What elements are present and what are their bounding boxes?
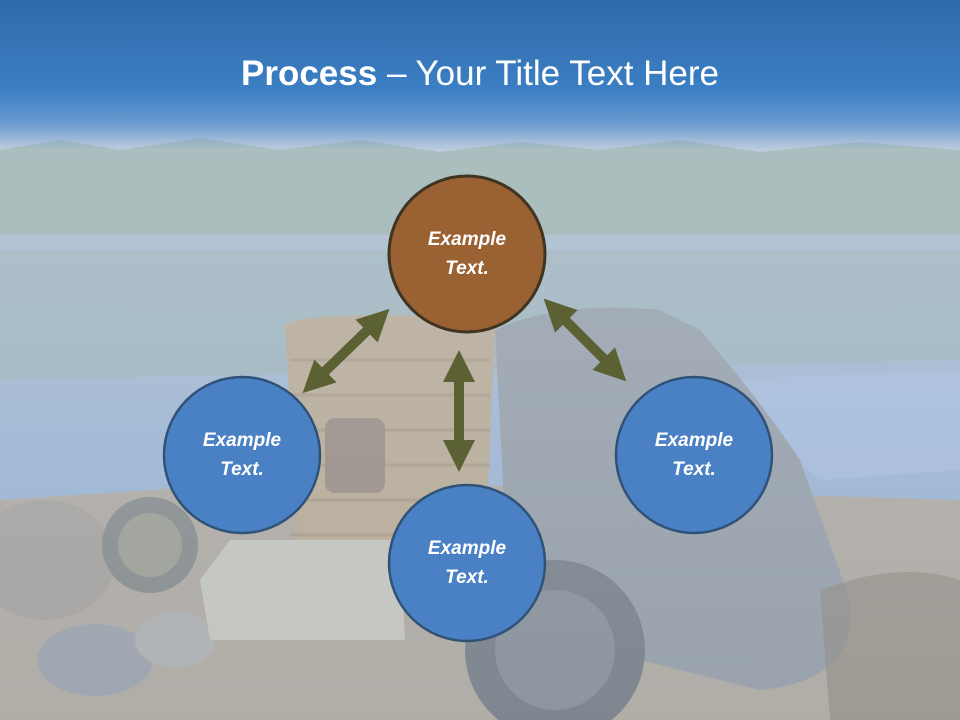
arrow-top-right [543, 298, 627, 382]
title-rest: Your Title Text Here [415, 54, 720, 93]
node-left [162, 375, 322, 535]
arrow-top-left [302, 308, 390, 394]
node-top [387, 174, 547, 334]
node-right [614, 375, 774, 535]
slide-title: Process – Your Title Text Here [0, 52, 960, 96]
title-bold: Process [241, 54, 378, 93]
node-bottom [387, 483, 547, 643]
title-band [0, 0, 960, 150]
title-separator: – [377, 54, 416, 93]
